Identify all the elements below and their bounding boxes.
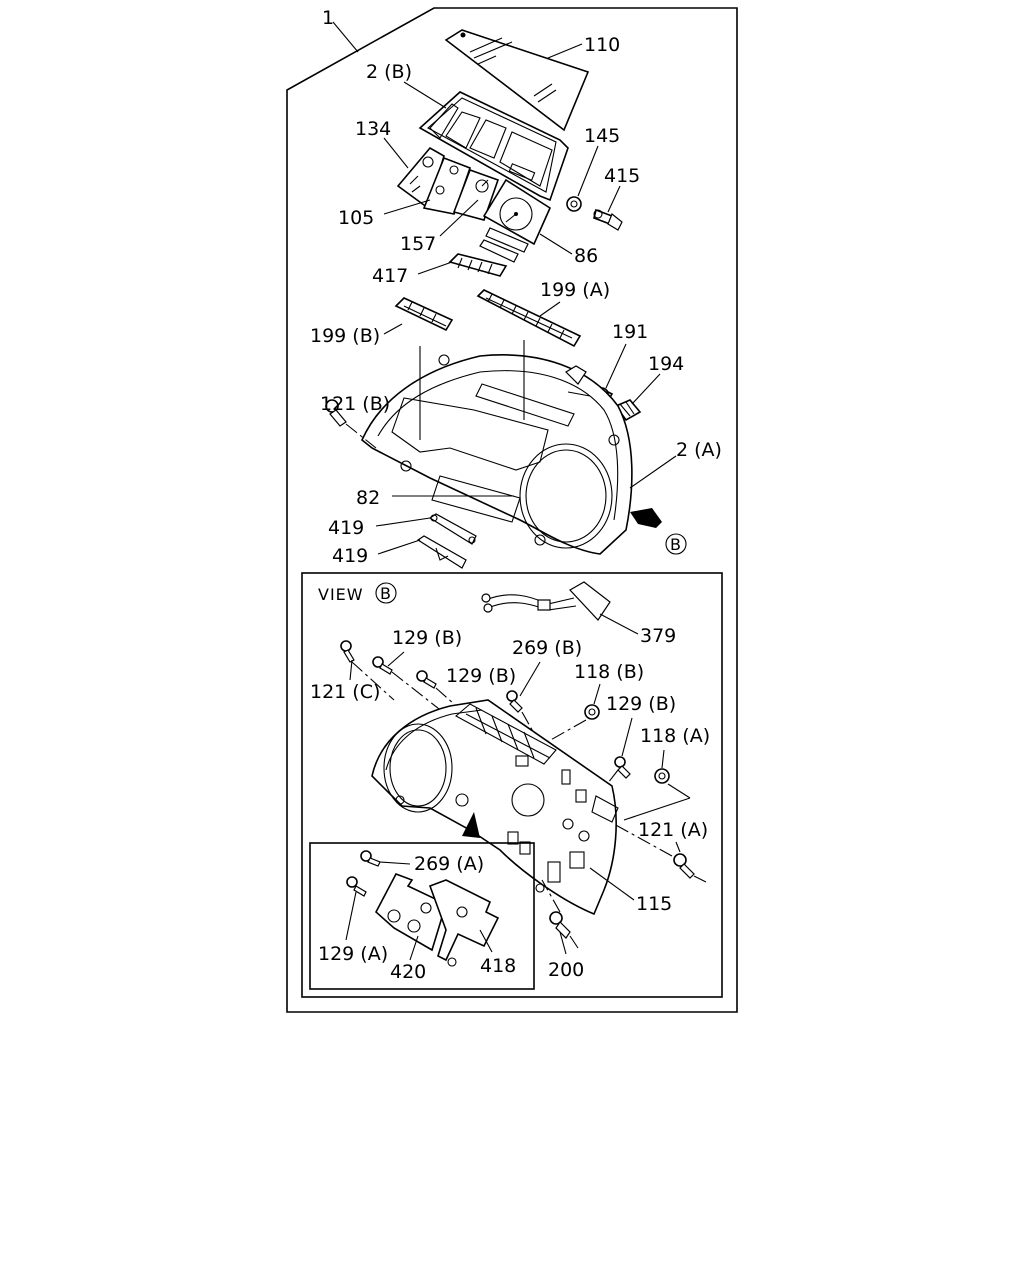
part-199a-indicator-strip bbox=[476, 289, 582, 348]
label-129b-3: 129 (B) bbox=[606, 693, 676, 715]
label-2b: 2 (B) bbox=[366, 61, 412, 83]
inset-detail-panel bbox=[309, 842, 535, 990]
part-129b-screw-3 bbox=[614, 756, 631, 779]
label-121b: 121 (B) bbox=[320, 393, 390, 415]
view-direction-marker bbox=[462, 812, 480, 838]
label-419-upper: 419 bbox=[328, 517, 364, 539]
part-121a-screw bbox=[673, 853, 695, 879]
part-415-bulb bbox=[593, 208, 623, 231]
board-dot-matrix bbox=[455, 703, 557, 765]
part-419-clip-upper bbox=[428, 513, 477, 545]
part-420-plate bbox=[375, 873, 447, 952]
view-b-panel bbox=[301, 572, 723, 998]
part-86-speedometer bbox=[479, 178, 552, 263]
part-129b-screw-2 bbox=[416, 670, 437, 689]
part-129a-screw bbox=[346, 876, 367, 897]
view-b-title: VIEW bbox=[318, 585, 364, 604]
label-118b: 118 (B) bbox=[574, 661, 644, 683]
label-418: 418 bbox=[480, 955, 516, 977]
label-105: 105 bbox=[338, 207, 374, 229]
part-115-circuit-board bbox=[371, 699, 619, 916]
part-129b-screw-1 bbox=[372, 656, 393, 675]
part-417-connector bbox=[448, 253, 508, 277]
part-145-bulb-socket bbox=[566, 196, 582, 212]
view-b-arrow bbox=[630, 508, 662, 528]
part-2a-cluster-housing bbox=[361, 354, 633, 555]
label-145: 145 bbox=[584, 125, 620, 147]
label-121c: 121 (C) bbox=[310, 681, 380, 703]
part-200-bulb bbox=[549, 911, 571, 939]
label-379: 379 bbox=[640, 625, 676, 647]
label-129a: 129 (A) bbox=[318, 943, 388, 965]
part-2b-bezel bbox=[418, 91, 569, 202]
part-419-clip-lower bbox=[416, 535, 467, 569]
label-129b-1: 129 (B) bbox=[392, 627, 462, 649]
label-157: 157 bbox=[400, 233, 436, 255]
part-110-lens bbox=[444, 29, 590, 132]
label-199b: 199 (B) bbox=[310, 325, 380, 347]
label-82: 82 bbox=[356, 487, 380, 509]
part-269a-screw bbox=[360, 850, 381, 867]
label-110: 110 bbox=[584, 34, 620, 56]
label-417: 417 bbox=[372, 265, 408, 287]
part-199b-indicator-strip bbox=[394, 297, 454, 332]
view-b-marker bbox=[665, 533, 687, 555]
label-129b-2: 129 (B) bbox=[446, 665, 516, 687]
svg-text:B: B bbox=[380, 584, 392, 603]
part-121c-screw bbox=[340, 640, 355, 663]
label-420: 420 bbox=[390, 961, 426, 983]
part-157-gauge bbox=[452, 168, 500, 221]
assembly-outline-frame bbox=[286, 7, 738, 1013]
part-418-plate bbox=[428, 879, 500, 967]
part-379-harness bbox=[481, 581, 611, 621]
label-200: 200 bbox=[548, 959, 584, 981]
label-86: 86 bbox=[574, 245, 598, 267]
part-118a-bulb bbox=[654, 768, 670, 784]
part-118b-bulb bbox=[584, 704, 600, 720]
label-115: 115 bbox=[636, 893, 672, 915]
svg-text:B: B bbox=[670, 535, 682, 554]
label-134: 134 bbox=[355, 118, 391, 140]
part-121b-screw bbox=[325, 399, 347, 427]
label-415: 415 bbox=[604, 165, 640, 187]
label-1: 1 bbox=[322, 7, 334, 29]
label-269a: 269 (A) bbox=[414, 853, 484, 875]
label-191: 191 bbox=[612, 321, 648, 343]
label-194: 194 bbox=[648, 353, 684, 375]
label-419-lower: 419 bbox=[332, 545, 368, 567]
label-199a: 199 (A) bbox=[540, 279, 610, 301]
label-118a: 118 (A) bbox=[640, 725, 710, 747]
part-269b-screw bbox=[506, 690, 523, 713]
label-269b: 269 (B) bbox=[512, 637, 582, 659]
label-2a: 2 (A) bbox=[676, 439, 722, 461]
label-121a: 121 (A) bbox=[638, 819, 708, 841]
